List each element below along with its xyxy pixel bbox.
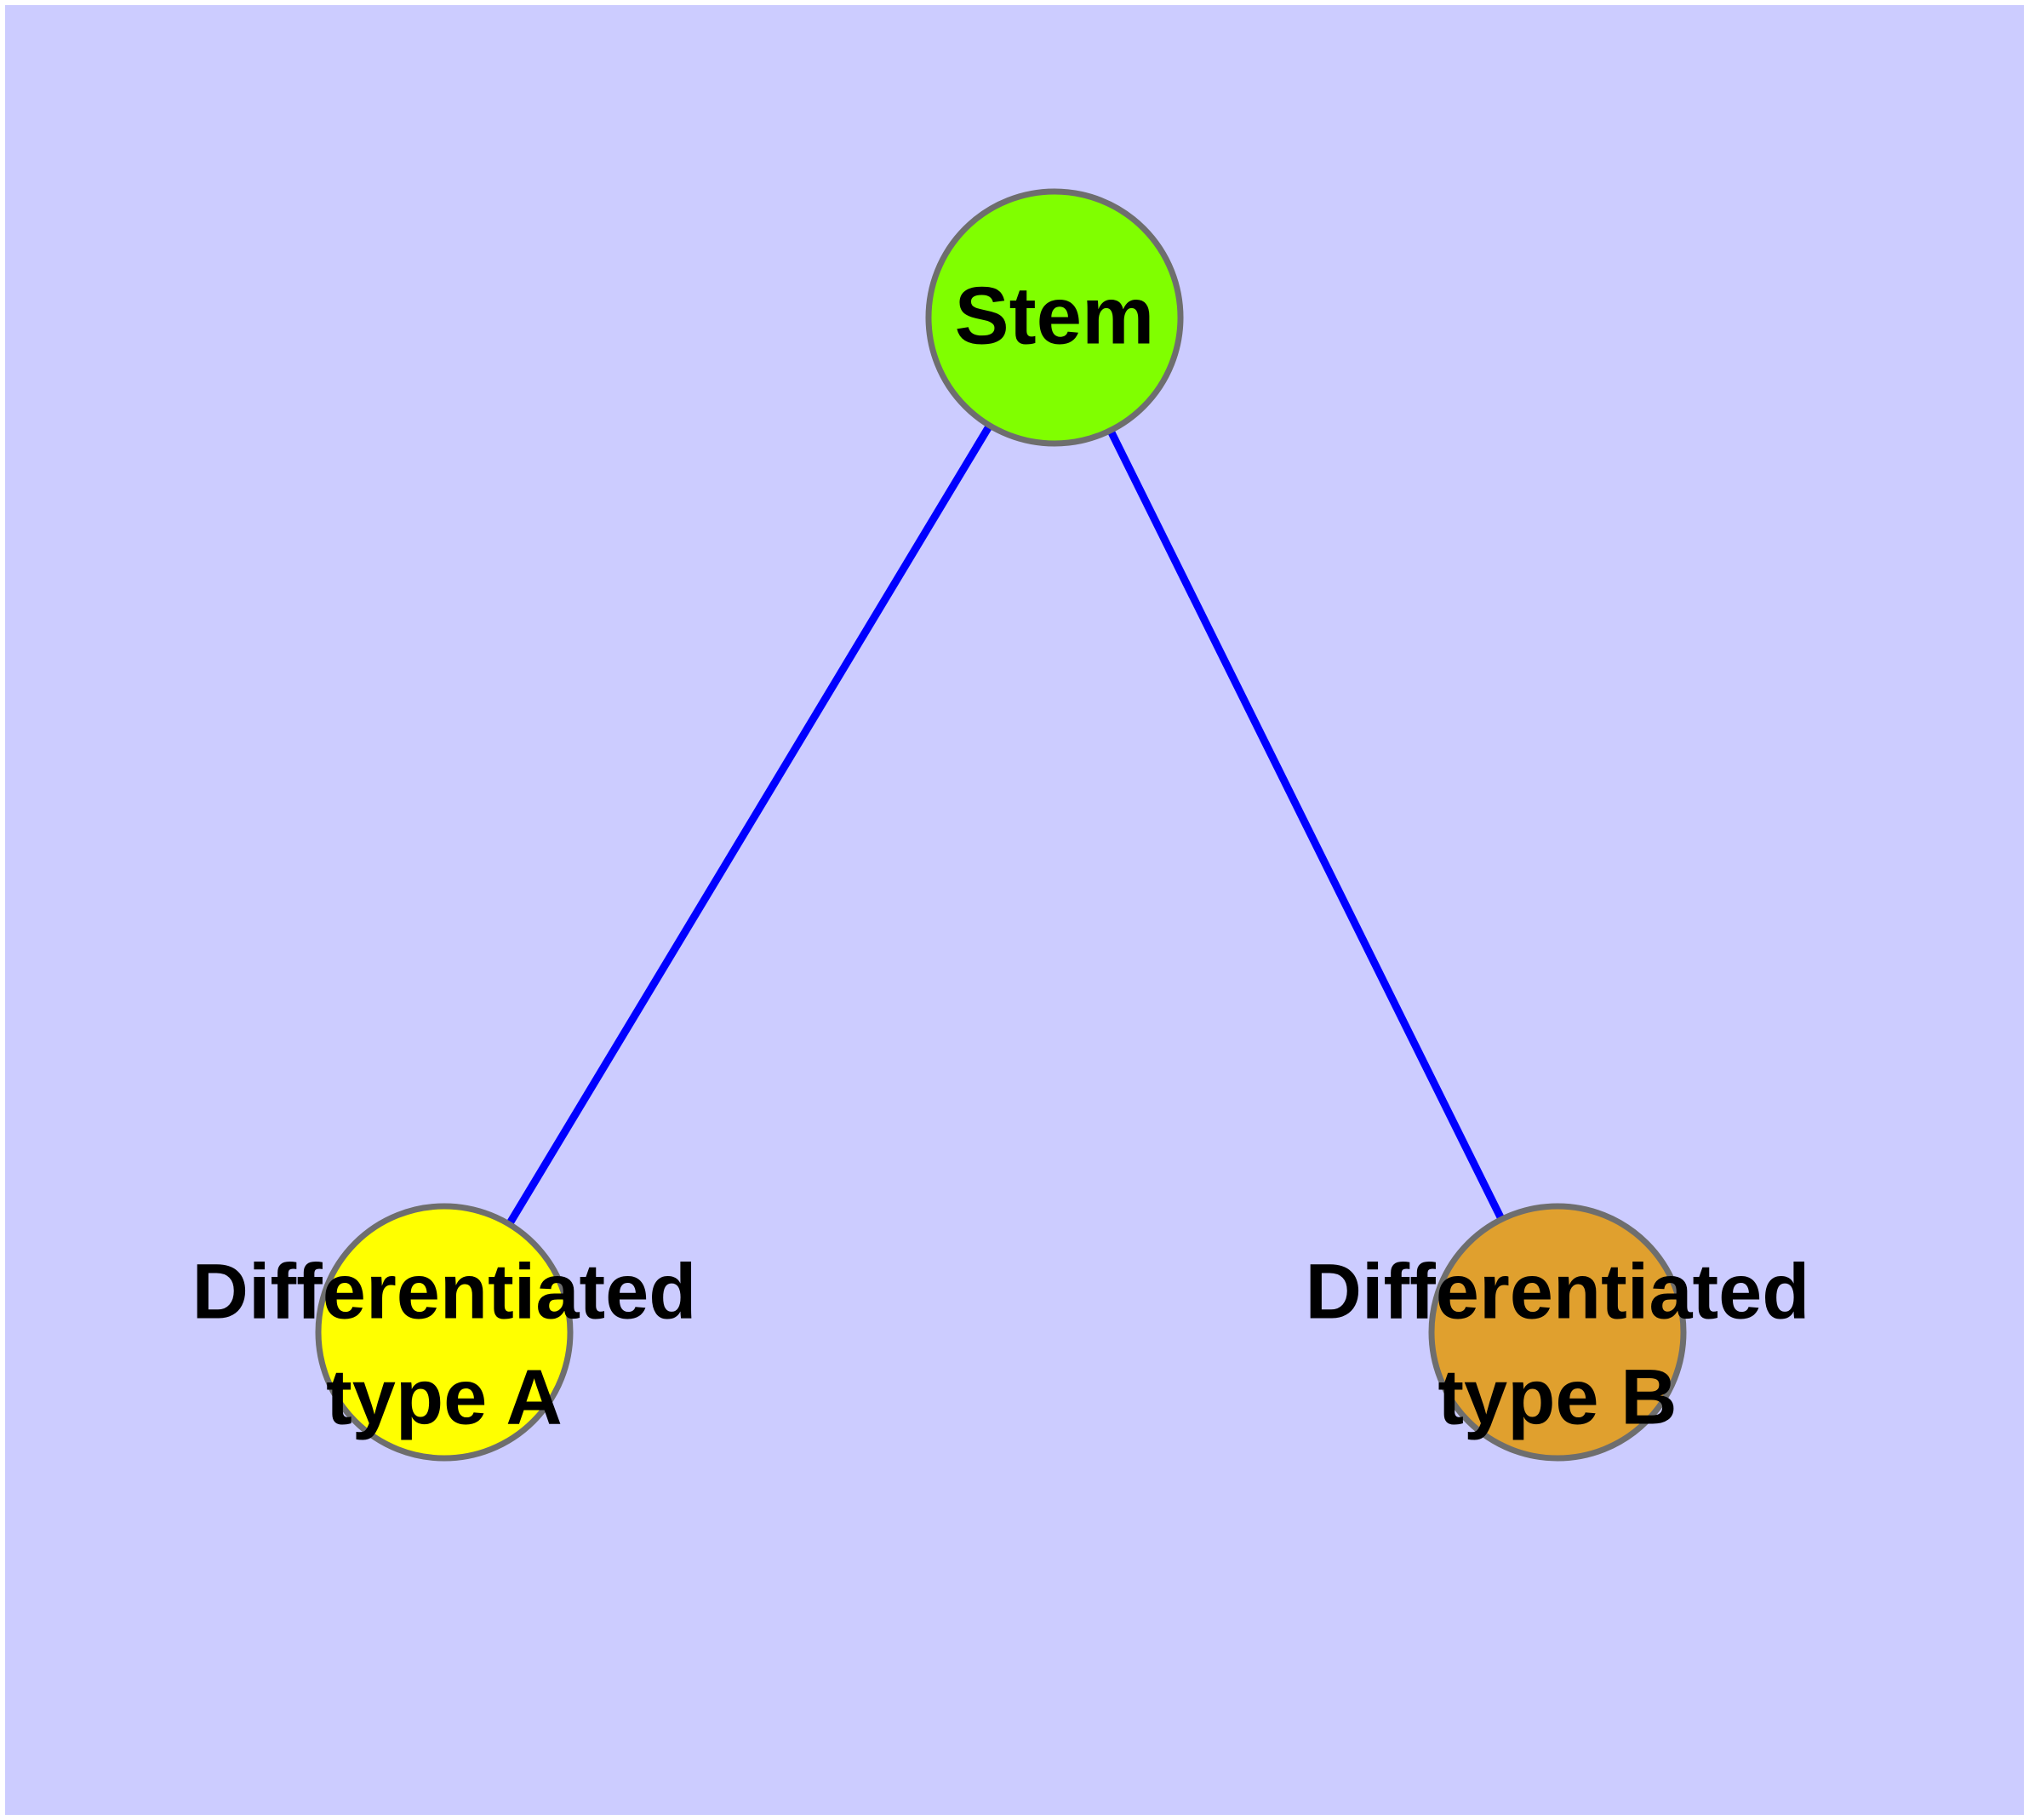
node-stem-label: Stem — [955, 270, 1155, 361]
node-layer — [315, 188, 1687, 1462]
node-differentiated-type-b-label-line1: Differentiated — [1306, 1248, 1810, 1335]
node-differentiated-type-b-circle[interactable] — [1428, 1203, 1687, 1462]
node-differentiated-type-a[interactable] — [315, 1203, 574, 1462]
label-layer: Stem Differentiated type A Differentiate… — [192, 270, 1810, 1440]
node-differentiated-type-a-label-line1: Differentiated — [192, 1248, 697, 1335]
node-stem[interactable] — [925, 188, 1184, 447]
edge-stem-to-differentiated-type-a[interactable] — [504, 421, 995, 1229]
node-differentiated-type-b-label-line2: type B — [1437, 1354, 1677, 1440]
node-differentiated-type-b[interactable] — [1428, 1203, 1687, 1462]
node-stem-circle[interactable] — [925, 188, 1184, 447]
edge-stem-to-differentiated-type-b[interactable] — [1105, 426, 1507, 1224]
edge-layer — [504, 421, 1507, 1229]
node-differentiated-type-a-circle[interactable] — [315, 1203, 574, 1462]
node-differentiated-type-a-label-line2: type A — [326, 1354, 563, 1440]
